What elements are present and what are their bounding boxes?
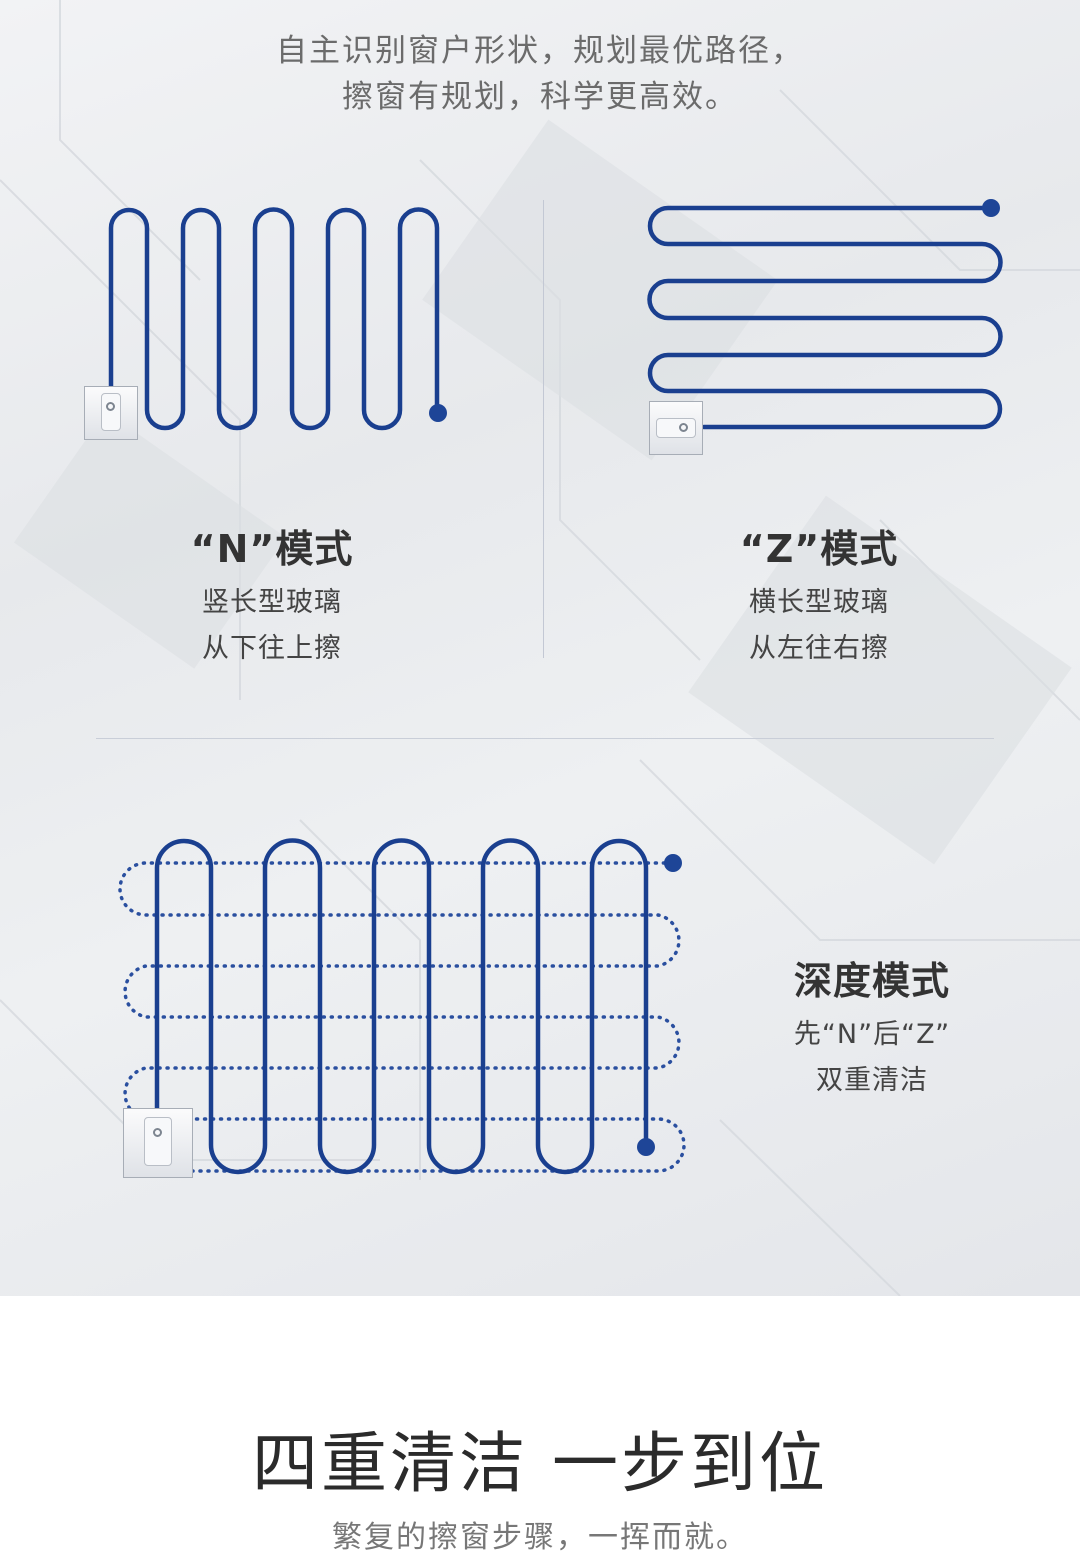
window-robot-icon [649,401,703,455]
n-mode-desc-line-1: 竖长型玻璃 [202,587,342,618]
section-subtitle: 繁复的擦窗步骤，一挥而就。 [332,1520,748,1555]
n-mode-path [108,207,440,431]
deep-mode-z-endpoint-icon [664,854,682,872]
robot-lens [679,422,689,432]
n-mode-title: “N”模式 [190,527,354,571]
n-mode-desc-line-2: 从下往上擦 [202,633,342,664]
robot-pad [144,1117,172,1167]
deep-mode-desc-line-2: 双重清洁 [816,1065,928,1096]
deep-mode-title: 深度模式 [793,959,950,1003]
intro-line-2: 擦窗有规划，科学更高效。 [342,79,738,115]
robot-lens [106,401,115,411]
horizontal-divider [96,738,994,739]
deep-mode-description: 先“N”后“Z” 双重清洁 [742,1012,1002,1104]
vertical-divider [543,200,544,658]
deep-mode-desc-line-1: 先“N”后“Z” [793,1019,951,1050]
n-mode-description: 竖长型玻璃 从下往上擦 [142,580,402,672]
z-mode-path [647,205,1003,430]
section-title: 四重清洁 一步到位 [252,1425,828,1502]
window-robot-icon [123,1108,193,1178]
deep-mode-n-endpoint-icon [637,1138,655,1156]
window-robot-icon [84,386,138,440]
robot-lens [153,1128,162,1138]
z-mode-title: “Z”模式 [739,527,899,571]
deep-mode-n-path [154,838,649,1175]
n-mode-endpoint-icon [429,404,447,422]
intro-text: 自主识别窗户形状，规划最优路径， 擦窗有规划，科学更高效。 [0,28,1080,120]
z-mode-endpoint-icon [982,199,1000,217]
robot-pad [100,393,122,431]
circuit-background [0,0,1080,1296]
z-mode-desc-line-1: 横长型玻璃 [749,587,889,618]
z-mode-desc-line-2: 从左往右擦 [749,633,889,664]
path-diagrams [108,199,1003,1175]
z-mode-description: 横长型玻璃 从左往右擦 [689,580,949,672]
pattern-section: 自主识别窗户形状，规划最优路径， 擦窗有规划，科学更高效。 “N”模式 竖长型玻… [0,0,1080,1296]
deep-mode-z-path [118,861,686,1173]
robot-pad [656,417,696,439]
intro-line-1: 自主识别窗户形状，规划最优路径， [276,33,804,69]
